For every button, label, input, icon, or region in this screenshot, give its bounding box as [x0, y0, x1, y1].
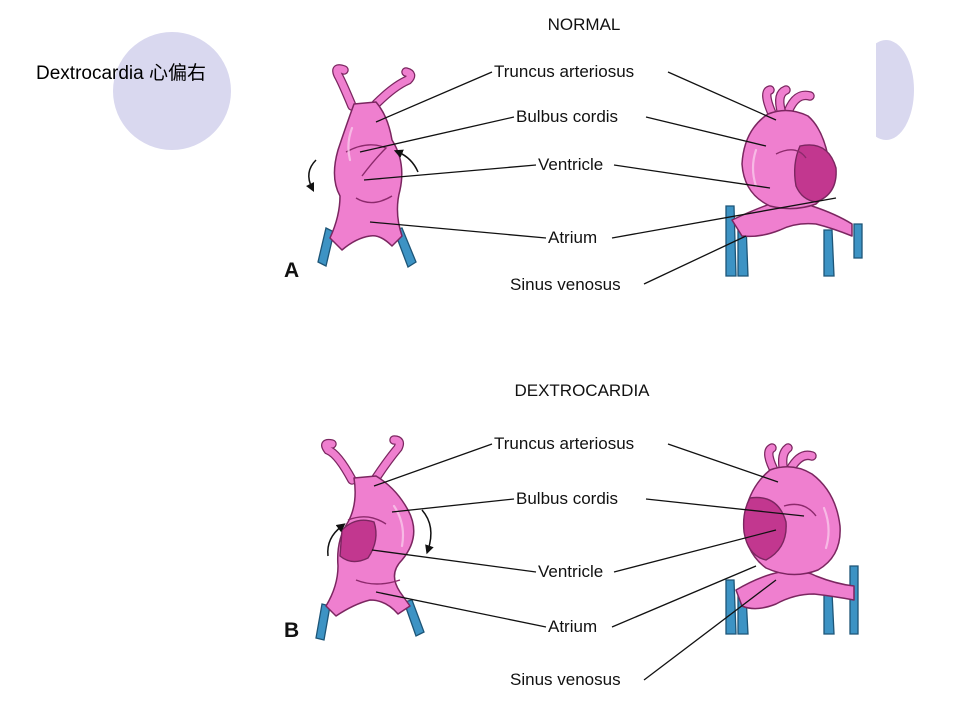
- panel-b-label-bulbus-cordis: Bulbus cordis: [516, 489, 618, 508]
- vein-right-a2: [823, 229, 835, 277]
- decorative-circle-left: [113, 32, 231, 150]
- panel-b-label-truncus-arteriosus: Truncus arteriosus: [494, 434, 634, 453]
- panel-b-label-ventricle: Ventricle: [538, 562, 603, 581]
- panel-a-left-heart-tube: [305, 64, 419, 268]
- panel-b-leader-lines: [371, 443, 805, 681]
- heart-tube-figure: NORMAL A: [276, 0, 876, 700]
- panel-a-label-atrium: Atrium: [548, 228, 597, 247]
- panel-b-heading: DEXTROCARDIA: [514, 381, 650, 400]
- panel-a-label-bulbus-cordis: Bulbus cordis: [516, 107, 618, 126]
- vein-left-b2: [725, 579, 737, 635]
- panel-b-label-atrium: Atrium: [548, 617, 597, 636]
- panel-a-label-truncus-arteriosus: Truncus arteriosus: [494, 62, 634, 81]
- panel-a-right-heart-tube: [725, 85, 863, 277]
- panel-a: NORMAL A: [284, 15, 863, 294]
- vein-right-a3: [853, 223, 863, 259]
- panel-b-right-heart-tube: [725, 443, 859, 635]
- panel-a-heading: NORMAL: [548, 15, 621, 34]
- panel-b-letter: B: [284, 619, 299, 642]
- panel-b: DEXTROCARDIA B: [284, 381, 859, 689]
- panel-a-leader-lines: [359, 71, 837, 285]
- panel-a-letter: A: [284, 259, 299, 282]
- panel-b-label-sinus-venosus: Sinus venosus: [510, 670, 621, 689]
- vein-left-b1: [315, 603, 331, 641]
- vein-right-b2: [823, 591, 835, 635]
- slide-title: Dextrocardia 心偏右: [36, 63, 206, 84]
- panel-b-left-heart-tube: [315, 435, 434, 641]
- panel-a-label-ventricle: Ventricle: [538, 155, 603, 174]
- vein-right-b1: [403, 599, 425, 637]
- panel-a-label-sinus-venosus: Sinus venosus: [510, 275, 621, 294]
